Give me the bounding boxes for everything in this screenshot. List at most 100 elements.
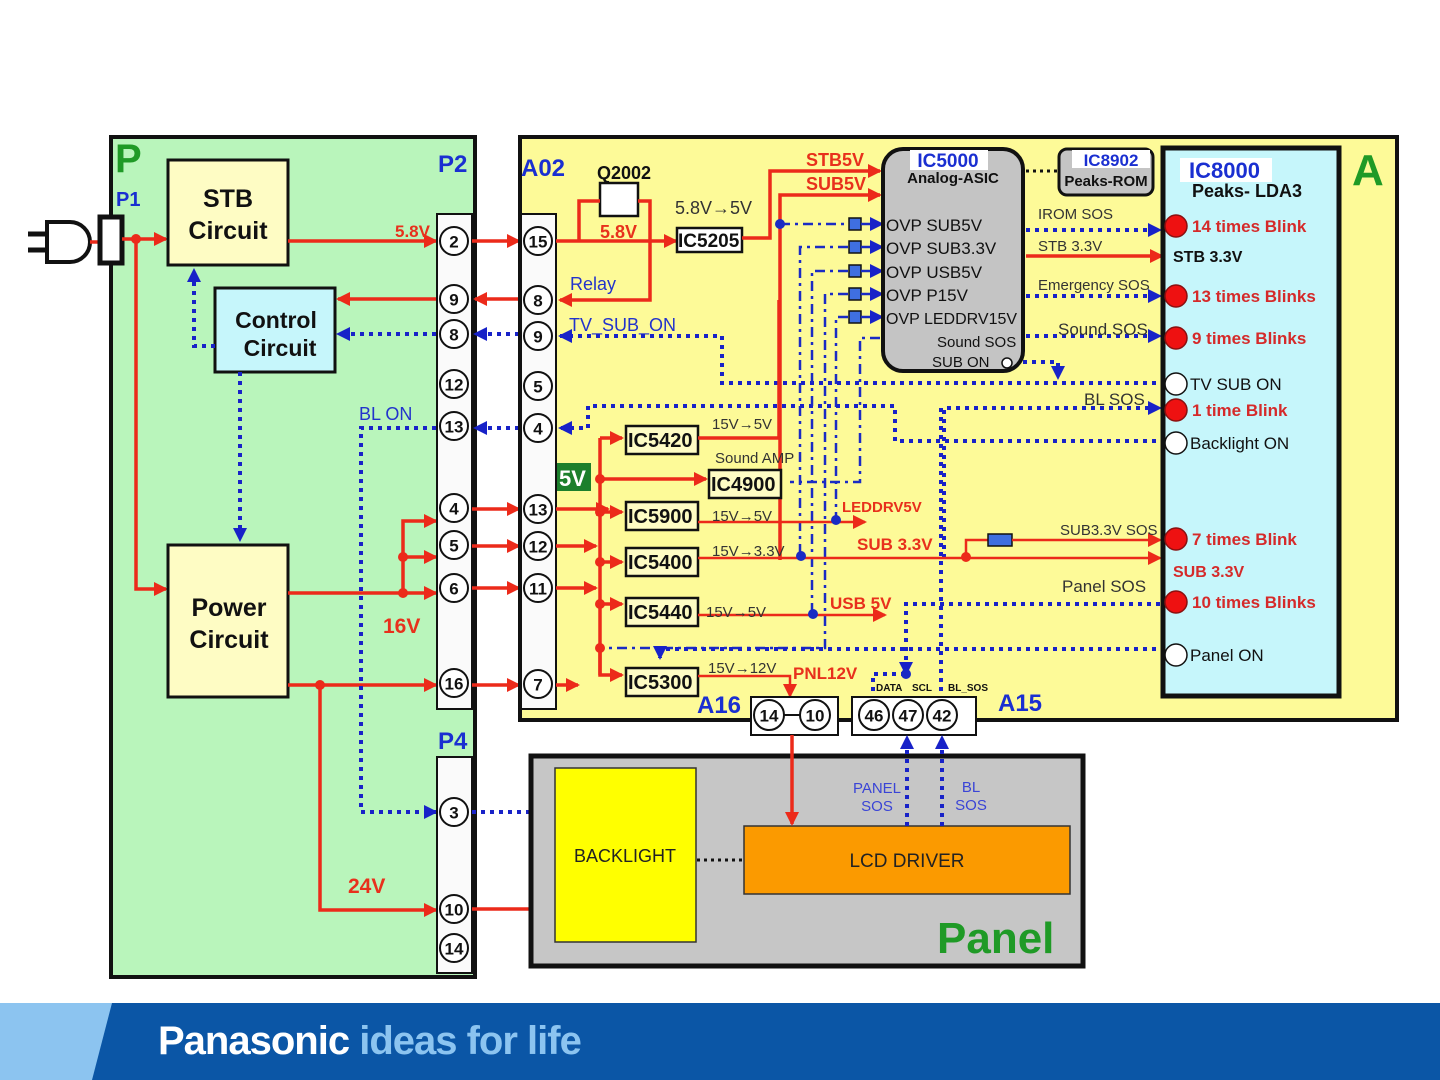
sound-amp-label: Sound AMP xyxy=(715,450,794,467)
irom-sos-label: IROM SOS xyxy=(1038,206,1113,223)
sub5v-label: SUB5V xyxy=(806,174,866,194)
ic5000-desc: Analog-ASIC xyxy=(907,170,999,187)
ic8000-indicator-7: 7 times Blink xyxy=(1164,527,1297,551)
ovp-input-square-3 xyxy=(848,287,862,301)
5v-tag-label: 5V xyxy=(559,466,586,491)
p4-pin-3-label: 3 xyxy=(449,804,458,823)
ic5420-label: IC5420 xyxy=(628,430,693,452)
ic8000-indicator-label: SUB 3.3V xyxy=(1173,564,1244,581)
p2-pin-13-circle xyxy=(439,411,469,441)
panel-sos-line1: PANEL xyxy=(853,780,901,797)
a15-sig-bl-sos: BL_SOS xyxy=(948,683,988,694)
a15-sig-data: DATA xyxy=(876,683,902,694)
p2-pin-5-circle xyxy=(439,530,469,560)
ic5900-conv: 15V→5V xyxy=(712,508,772,525)
p4-pin-14-label: 14 xyxy=(445,940,464,959)
ic5000-to-ic8000-signals xyxy=(942,223,1164,558)
led-error-icon xyxy=(1164,284,1188,308)
ovp-input-square-4 xyxy=(848,310,862,324)
a16-pin-10: 10 xyxy=(799,699,831,731)
ic5205-block: IC5205 xyxy=(675,226,744,254)
panel-board: BACKLIGHT LCD DRIVER Panel PANEL SOS BL … xyxy=(528,753,1086,969)
ic5300-label: IC5300 xyxy=(628,672,693,694)
lcd-driver-label: LCD DRIVER xyxy=(849,851,964,872)
a02-pin-4-label: 4 xyxy=(533,420,543,439)
ovp-input-square-2 xyxy=(848,264,862,278)
ic5300-block: IC5300 xyxy=(624,666,700,698)
p2-pin-2-circle xyxy=(439,226,469,256)
p2-pin-4-circle xyxy=(439,493,469,523)
p4-pin-10: 10 xyxy=(439,894,469,924)
q2002-5-8v: 5.8V xyxy=(600,222,637,242)
led-off-icon xyxy=(1164,643,1188,667)
ic8000-indicator-0: 14 times Blink xyxy=(1164,214,1307,238)
a02-pin-12-circle xyxy=(523,531,553,561)
p4-pin-3-circle xyxy=(439,797,469,827)
a02-pin-5-label: 5 xyxy=(533,378,542,397)
panel-sos-line2: SOS xyxy=(861,798,893,815)
ic8000-indicator-8: SUB 3.3V xyxy=(1173,564,1244,581)
a16-pin-10-circle xyxy=(799,699,831,731)
q2002-relay xyxy=(598,181,640,218)
power-circuit-line2: Circuit xyxy=(189,626,269,654)
a-board-label: A xyxy=(1352,146,1384,195)
ic5205-label: IC5205 xyxy=(678,231,740,252)
control-circuit-line2: Circuit xyxy=(244,335,317,361)
ic4900-label: IC4900 xyxy=(711,474,776,496)
ic8000-indicator-label: TV SUB ON xyxy=(1190,375,1282,394)
ic5400-block: IC5400 xyxy=(624,546,700,578)
bl-sos-panel-line2: SOS xyxy=(955,797,987,814)
a02-label: A02 xyxy=(521,155,565,182)
ic8000-indicator-label: 14 times Blink xyxy=(1192,217,1307,236)
bl-sos-label: BL SOS xyxy=(1084,390,1145,409)
bl-sos-panel-line1: BL xyxy=(962,779,980,796)
ic5300-conv: 15V→12V xyxy=(708,660,776,677)
p-board-label: P xyxy=(115,137,142,181)
relay-label: Relay xyxy=(570,274,616,294)
p4-pin-10-label: 10 xyxy=(445,901,464,920)
ic8000-indicator-6: Backlight ON xyxy=(1164,431,1289,455)
ic8000-block: IC8000 Peaks- LDA3 xyxy=(1160,145,1342,699)
ic5000-sound-sos: Sound SOS xyxy=(937,334,1016,351)
a15-pin-47: 47 xyxy=(892,699,924,731)
a15-pin-46-circle xyxy=(858,699,890,731)
a02-pin-9-label: 9 xyxy=(533,328,542,347)
power-circuit-block: Power Circuit xyxy=(166,543,290,699)
panel-sos-label: Panel SOS xyxy=(1062,577,1146,596)
regulator-rail xyxy=(556,431,708,692)
p2-pin-16-label: 16 xyxy=(445,675,464,694)
ic8000-indicator-4: TV SUB ON xyxy=(1164,372,1282,396)
a02-pin-4-circle xyxy=(523,413,553,443)
a02-pin-15: 15 xyxy=(523,226,553,256)
bl-on-label: BL ON xyxy=(359,404,412,424)
ic8000-indicator-label: 13 times Blinks xyxy=(1192,287,1316,306)
leddrv5v-label: LEDDRV5V xyxy=(842,499,922,516)
ic8902-name: IC8902 xyxy=(1084,151,1139,170)
a15-pin-42-circle xyxy=(926,699,958,731)
a02-pin-11-circle xyxy=(523,573,553,603)
a02-pin-13-label: 13 xyxy=(529,501,548,520)
led-error-icon xyxy=(1164,326,1188,350)
sub33-sos-label: SUB3.3V SOS xyxy=(1060,522,1158,539)
a02-pin-13: 13 xyxy=(523,494,553,524)
p2-pin-6: 6 xyxy=(439,573,469,603)
ic5440-conv: 15V→5V xyxy=(706,604,766,621)
a16-pin-14-label: 14 xyxy=(760,707,779,726)
p2-pin-8-label: 8 xyxy=(449,326,458,345)
p-16v-label: 16V xyxy=(383,615,420,638)
ic8000-name: IC8000 xyxy=(1189,158,1260,183)
ic8000-indicator-9: 10 times Blinks xyxy=(1164,590,1316,614)
a02-pin-5-circle xyxy=(523,371,553,401)
a15-pin-42-label: 42 xyxy=(933,707,952,726)
ic8000-indicator-label: STB 3.3V xyxy=(1173,249,1243,266)
stb5v-label: STB5V xyxy=(806,150,864,170)
a02-pin-15-circle xyxy=(523,226,553,256)
ic5440-block: IC5440 xyxy=(624,596,700,628)
led-off-icon xyxy=(1164,431,1188,455)
ic5000-ovp-0: OVP SUB5V xyxy=(886,216,983,235)
tv-sub-on-label: TV_SUB_ON xyxy=(569,315,676,336)
backlight-label: BACKLIGHT xyxy=(574,846,676,866)
p2-pin-4-label: 4 xyxy=(449,500,459,519)
backlight-block xyxy=(554,767,697,943)
p2-pin-9-circle xyxy=(439,284,469,314)
